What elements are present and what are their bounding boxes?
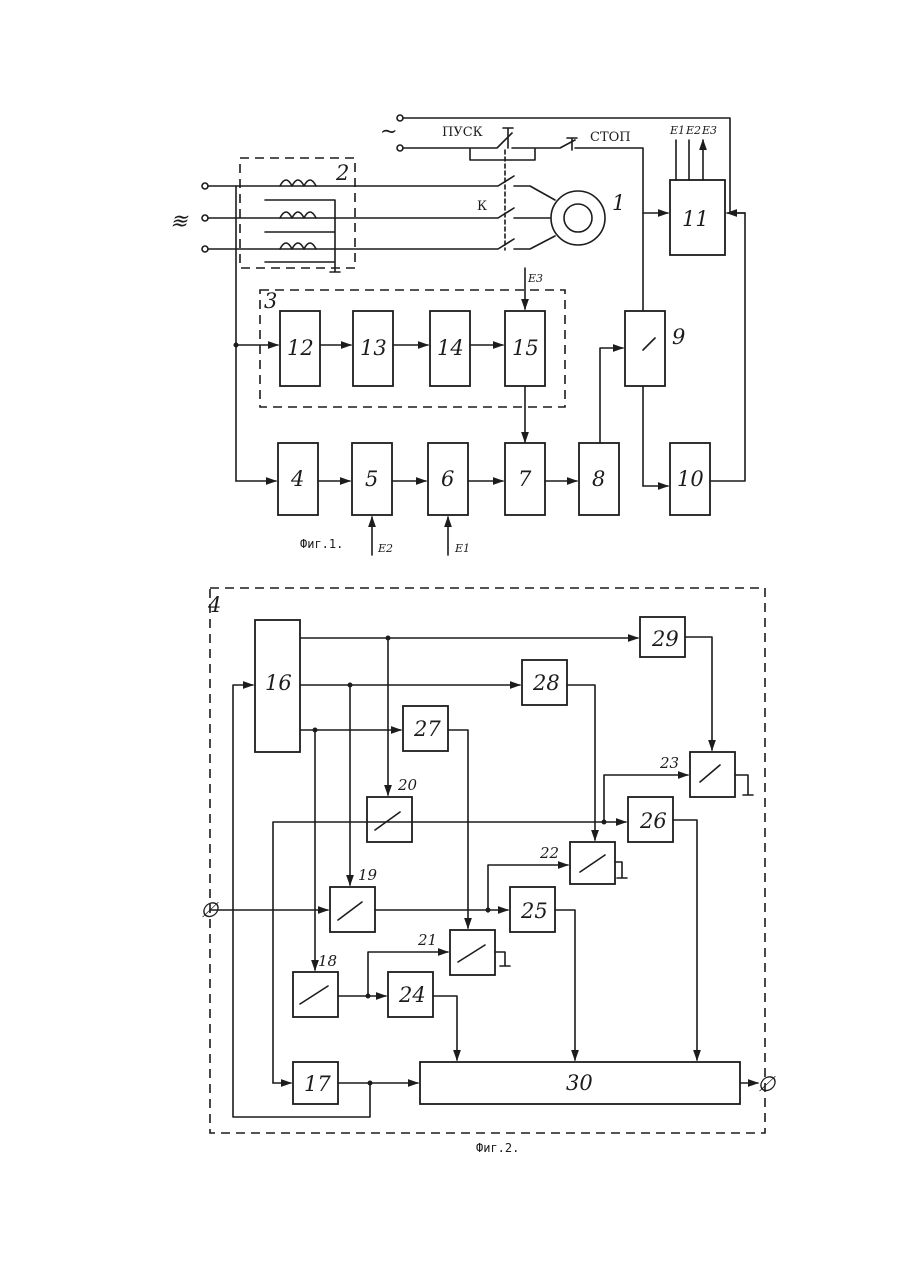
block-8-label: 8 [592,467,605,491]
e3-input-label: E3 [527,272,543,285]
block-2-label: 2 [335,161,349,185]
block-26-label: 26 [639,809,667,833]
block-9-label: 9 [672,325,685,349]
block-3-label: 3 [264,289,277,313]
block-15-label: 15 [512,336,539,360]
block-28-label: 28 [532,671,560,695]
block-5-label: 5 [365,467,378,491]
block-25-label: 25 [520,899,548,923]
block-18-label: 18 [318,952,337,970]
output-terminal: ∅ [757,1072,777,1096]
stop-label: СТОП [590,130,631,145]
ac-single-phase-symbol: ~ [380,119,398,143]
block-30-label: 30 [566,1071,593,1095]
terminal [202,215,208,221]
e1-input-label: E1 [454,542,470,555]
ac-three-phase-symbol: ≋ [170,209,189,233]
figure-2-frame-label: 4 [207,593,221,617]
figure-2-caption: Фиг.2. [476,1141,519,1155]
block-24-label: 24 [398,983,426,1007]
block-22-label: 22 [539,844,559,862]
block-27-label: 27 [413,717,441,741]
block-21-label: 21 [417,931,437,949]
block-7-label: 7 [518,467,532,491]
pusk-label: ПУСК [442,125,483,140]
e1-output-label: E1 [669,124,685,137]
block-10-label: 10 [677,467,704,491]
block-23-label: 23 [659,754,679,772]
figure-1-caption: Фиг.1. [300,537,343,551]
block-23 [690,752,735,797]
e2-input-label: E2 [377,542,393,555]
input-terminal: ∅ [200,898,220,922]
terminal [397,115,403,121]
block-19-label: 19 [358,866,378,884]
contactor-k-label: К [477,199,487,214]
block-12-label: 12 [287,336,314,360]
block-17-label: 17 [304,1072,331,1096]
block-11-label: 11 [682,207,709,231]
terminal [397,145,403,151]
block-16-label: 16 [265,671,292,695]
e2-output-label: E2 [685,124,701,137]
figure-2: 4 16 29 28 27 23 20 26 22 19 25 21 18 24… [200,588,777,1155]
block-4-label: 4 [290,467,304,491]
block-1-label: 1 [612,191,625,215]
motor-1 [551,191,605,245]
block-13-label: 13 [360,336,387,360]
terminal [202,183,208,189]
figure-1: ~ ПУСК СТОП ≋ К 2 1 11 E1 E2 E3 [170,115,745,555]
block-20-label: 20 [397,776,418,794]
block-14-label: 14 [437,336,464,360]
e3-output-label: E3 [701,124,717,137]
block-29-label: 29 [651,627,679,651]
block-6-label: 6 [441,467,454,491]
terminal [202,246,208,252]
